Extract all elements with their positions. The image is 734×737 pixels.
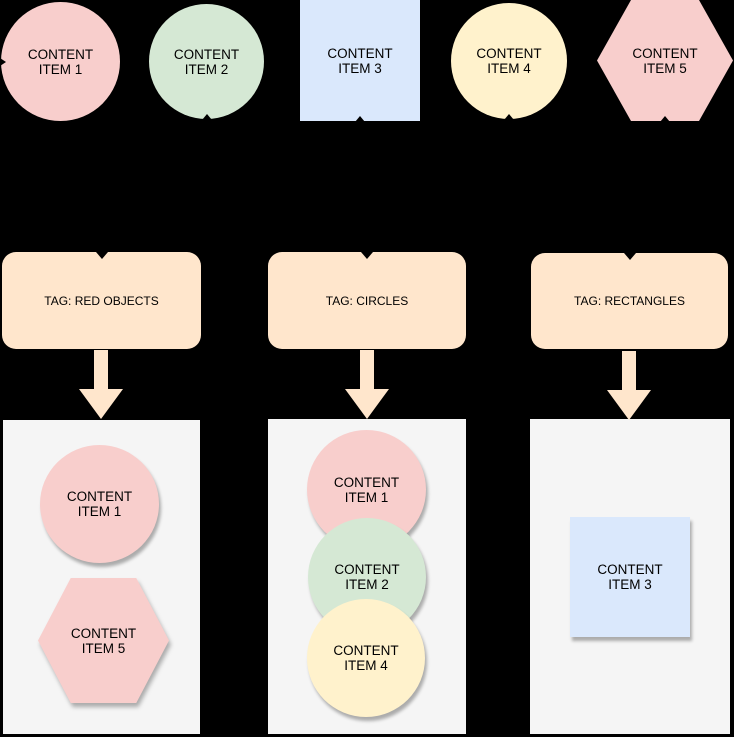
grouped-content-item-5-label: CONTENT ITEM 5 (70, 625, 137, 656)
group-red-objects: CONTENT ITEM 1 CONTENT ITEM 5 (3, 420, 200, 734)
tag-circles: TAG: CIRCLES (268, 252, 466, 349)
connector-arrowhead-icon (623, 253, 636, 260)
arrow-head (345, 389, 389, 419)
grouped-content-item-1-label: CONTENT ITEM 1 (333, 474, 400, 505)
down-arrow-icon (79, 350, 123, 419)
arrow-head (79, 389, 123, 419)
content-item-3-label: CONTENT ITEM 3 (327, 45, 393, 76)
connector-stub-icon (660, 116, 670, 122)
grouped-content-item-1-circle: CONTENT ITEM 1 (40, 445, 159, 563)
hexagon-shape: CONTENT ITEM 5 (38, 578, 169, 703)
tag-red-objects: TAG: RED OBJECTS (2, 252, 201, 349)
content-item-1-circle: CONTENT ITEM 1 (0, 2, 120, 121)
connector-arrowhead-icon (361, 252, 373, 259)
content-item-2-circle: CONTENT ITEM 2 (149, 4, 264, 120)
grouped-content-item-4-label: CONTENT ITEM 4 (333, 643, 399, 673)
group-rectangles: CONTENT ITEM 3 (530, 419, 730, 734)
tag-circles-label: TAG: CIRCLES (325, 293, 409, 308)
down-arrow-icon (345, 350, 389, 419)
content-item-2-label: CONTENT ITEM 2 (173, 46, 240, 77)
grouped-content-item-4-circle: CONTENT ITEM 4 (307, 599, 425, 717)
connector-stub-icon (201, 114, 212, 120)
arrow-head (607, 390, 651, 420)
grouped-content-item-3-label: CONTENT ITEM 3 (597, 562, 663, 592)
content-item-3-square: CONTENT ITEM 3 (300, 0, 420, 122)
connector-arrowhead-icon (95, 252, 108, 259)
content-item-1-label: CONTENT ITEM 1 (27, 46, 94, 77)
connector-stub-icon (0, 57, 6, 66)
grouped-content-item-2-label: CONTENT ITEM 2 (334, 562, 400, 592)
connector-stub-icon (504, 114, 514, 120)
down-arrow-icon (607, 351, 651, 420)
tag-red-objects-label: TAG: RED OBJECTS (44, 293, 159, 308)
content-item-5-label: CONTENT ITEM 5 (632, 45, 698, 76)
tag-rectangles: TAG: RECTANGLES (531, 253, 728, 349)
hexagon-shape: CONTENT ITEM 5 (597, 0, 733, 121)
grouped-content-item-1-label: CONTENT ITEM 1 (66, 489, 133, 519)
content-item-4-label: CONTENT ITEM 4 (476, 46, 542, 76)
arrow-shaft (622, 351, 636, 390)
content-item-4-circle: CONTENT ITEM 4 (451, 3, 567, 120)
grouped-content-item-5-hexagon: CONTENT ITEM 5 (38, 578, 169, 703)
group-circles: CONTENT ITEM 1 CONTENT ITEM 2 CONTENT IT… (268, 419, 466, 734)
arrow-shaft (360, 350, 374, 389)
content-item-5-hexagon: CONTENT ITEM 5 (597, 0, 733, 122)
connector-stub-icon (355, 116, 365, 122)
grouped-content-item-3-square: CONTENT ITEM 3 (570, 517, 690, 637)
arrow-shaft (94, 350, 108, 389)
tag-rectangles-label: TAG: RECTANGLES (574, 294, 685, 308)
